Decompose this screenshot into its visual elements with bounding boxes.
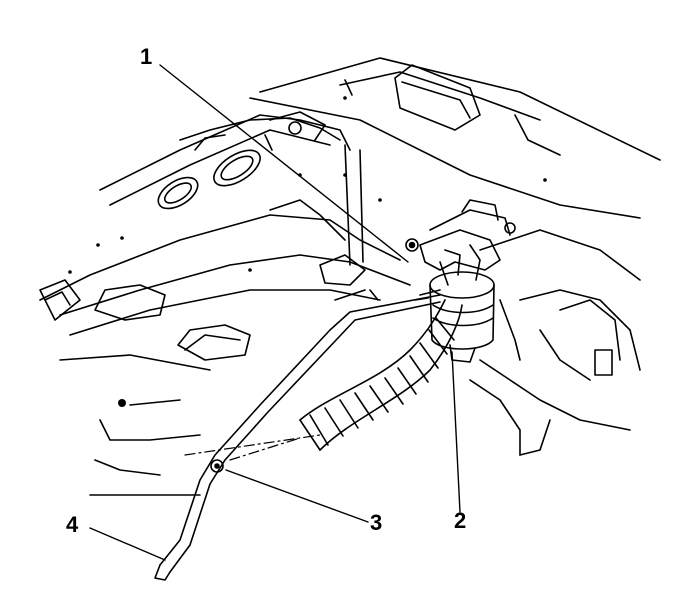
body-pillar [344,144,364,266]
reference-lines [184,434,321,461]
fasteners [68,96,547,407]
rear-crossmember [99,111,351,210]
evap-canister [405,199,516,363]
upper-body-panel [249,57,661,219]
vent-tube [154,289,441,581]
callout-4: 4 [66,512,79,537]
corrugated-hose [299,299,463,451]
callout-3: 3 [370,510,383,535]
callout-2: 2 [454,508,467,533]
callout-1: 1 [140,44,153,69]
leader-lines [89,64,461,561]
floor-panel [39,199,411,496]
right-wheelhouse [469,229,641,456]
